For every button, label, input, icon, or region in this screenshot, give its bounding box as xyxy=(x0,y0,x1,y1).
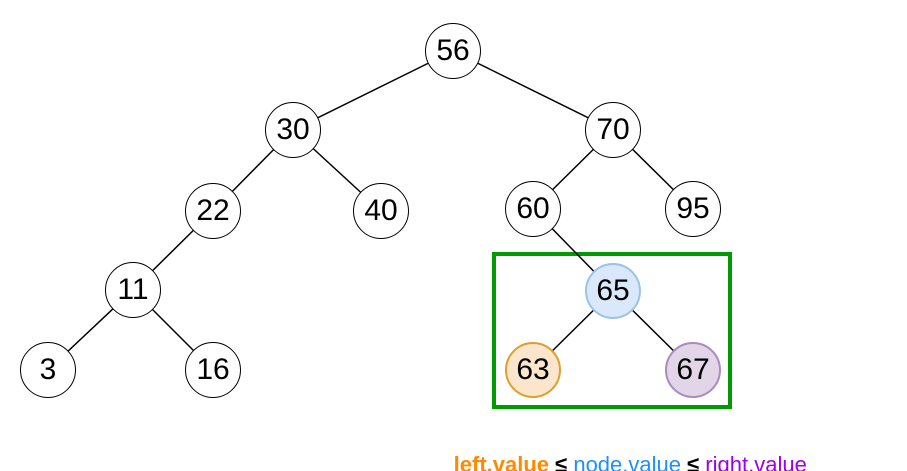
tree-node-56: 56 xyxy=(425,23,481,79)
tree-node-22: 22 xyxy=(185,183,241,239)
tree-node-40: 40 xyxy=(353,183,409,239)
bst-invariant-caption: left.value ≤ node.value ≤ right.value xyxy=(429,426,807,471)
tree-node-11: 11 xyxy=(105,262,161,318)
caption-right-value: right.value xyxy=(705,452,807,471)
tree-node-63: 63 xyxy=(505,342,561,398)
caption-le-1: ≤ xyxy=(549,452,574,471)
tree-node-30: 30 xyxy=(265,102,321,158)
tree-node-70: 70 xyxy=(585,102,641,158)
caption-le-2: ≤ xyxy=(680,452,706,471)
tree-node-67: 67 xyxy=(665,342,721,398)
tree-node-65: 65 xyxy=(585,263,641,319)
tree-node-95: 95 xyxy=(665,181,721,237)
tree-node-3: 3 xyxy=(20,342,76,398)
caption-node-value: node.value xyxy=(573,452,681,471)
caption-left-value: left.value xyxy=(453,452,550,471)
tree-node-16: 16 xyxy=(185,342,241,398)
tree-node-60: 60 xyxy=(505,181,561,237)
